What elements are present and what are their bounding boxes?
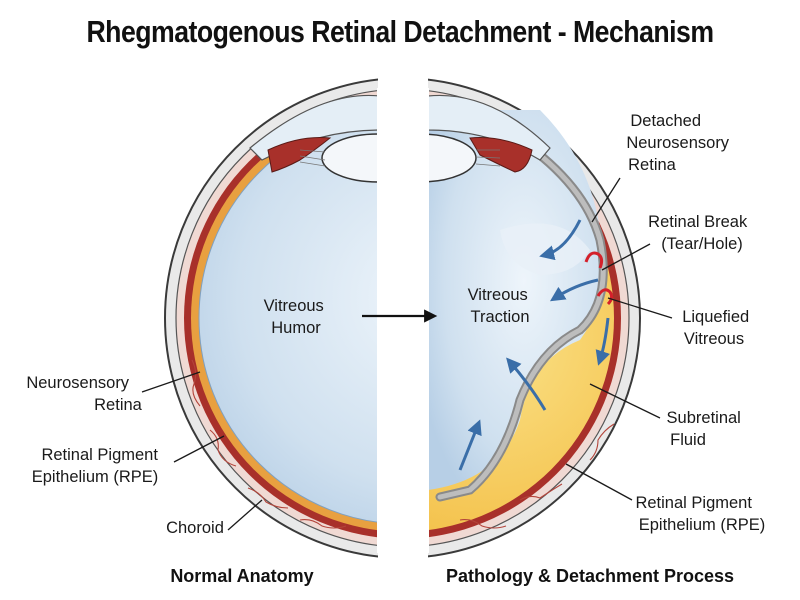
label-rpe-right: Retinal Pigment Epithelium (RPE) [635, 494, 765, 534]
leader-neurosensory [141, 371, 201, 393]
leader-choroid [227, 499, 263, 531]
lens-right [428, 133, 477, 183]
flow-arrow-break [549, 278, 599, 302]
cornea-right [428, 94, 551, 161]
label-neurosensory-retina: Neurosensory Retina [26, 374, 142, 414]
leader-detached-retina [591, 177, 621, 223]
zonules-right [475, 149, 501, 167]
leader-rpe-right [565, 463, 633, 501]
flow-arrow-down [595, 317, 610, 366]
caption-normal-anatomy: Normal Anatomy [170, 566, 313, 586]
leader-liquefied-vitreous [607, 297, 673, 319]
label-liquefied-vitreous: Liquefied Vitreous [682, 308, 754, 348]
vitreous-body-right [428, 110, 603, 490]
label-choroid: Choroid [166, 519, 224, 537]
label-rpe-left: Retinal Pigment Epithelium (RPE) [32, 446, 163, 486]
ciliary-body-right [469, 137, 533, 173]
retinal-break-upper [584, 251, 604, 269]
label-vitreous-traction: Vitreous Traction [468, 286, 533, 326]
flow-arrow-mid [506, 357, 547, 411]
label-vitreous-humor: Vitreous Humor [264, 297, 329, 337]
flow-arrow-low [458, 419, 482, 471]
choroid-vessels [191, 359, 347, 529]
leader-subretinal-fluid [589, 383, 661, 419]
label-retinal-break: Retinal Break (Tear/Hole) [648, 213, 752, 253]
label-subretinal-fluid: Subretinal Fluid [667, 409, 746, 449]
ciliary-body [267, 137, 332, 173]
leader-rpe-left [173, 435, 225, 463]
leader-retinal-break [601, 243, 651, 271]
normal-eye-half [164, 78, 378, 558]
vitreous-body [198, 113, 378, 523]
page-title: Rhegmatogenous Retinal Detachment - Mech… [86, 14, 714, 49]
choroid-vessels-right [459, 423, 615, 529]
label-detached-retina: Detached Neurosensory Retina [626, 112, 733, 174]
flow-arrow-top [539, 219, 582, 261]
caption-pathology: Pathology & Detachment Process [446, 566, 734, 586]
zonules [299, 149, 326, 167]
retinal-break-lower [596, 288, 614, 306]
fluid-flow-arrows [458, 219, 610, 471]
lens [321, 133, 378, 183]
